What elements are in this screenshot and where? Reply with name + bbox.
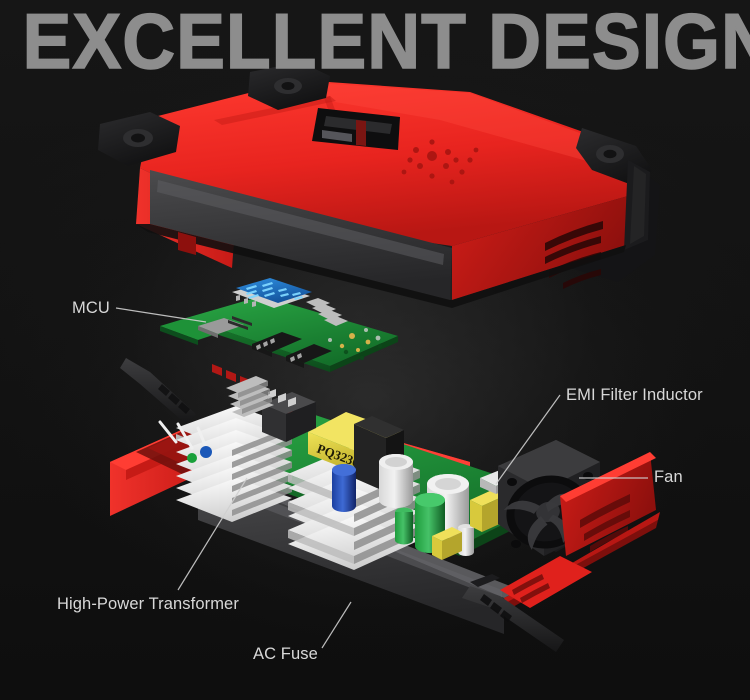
bumper-back-left bbox=[248, 62, 330, 110]
choke-left bbox=[262, 389, 316, 442]
bumper-front-left bbox=[98, 112, 180, 166]
control-pcb bbox=[160, 278, 398, 388]
callout-leaders bbox=[115, 307, 648, 649]
ac-fuse bbox=[345, 592, 359, 600]
lcd-display bbox=[232, 278, 312, 308]
output-cable-right bbox=[462, 586, 564, 652]
input-cable-left bbox=[120, 358, 196, 424]
callout-label-fan: Fan bbox=[654, 468, 683, 486]
callout-label-ac-fuse: AC Fuse bbox=[253, 645, 318, 663]
leader-mcu bbox=[115, 307, 207, 323]
leader-fuse bbox=[321, 601, 352, 649]
top-housing bbox=[98, 62, 660, 308]
leader-xfmr bbox=[177, 477, 248, 591]
callout-label-high-power-transformer: High-Power Transformer bbox=[57, 595, 239, 613]
callout-label-emi-filter-inductor: EMI Filter Inductor bbox=[566, 386, 703, 404]
leader-emi bbox=[495, 394, 561, 485]
callout-label-mcu: MCU bbox=[72, 299, 110, 317]
page-title: EXCELLENT DESIGN bbox=[22, 0, 750, 85]
